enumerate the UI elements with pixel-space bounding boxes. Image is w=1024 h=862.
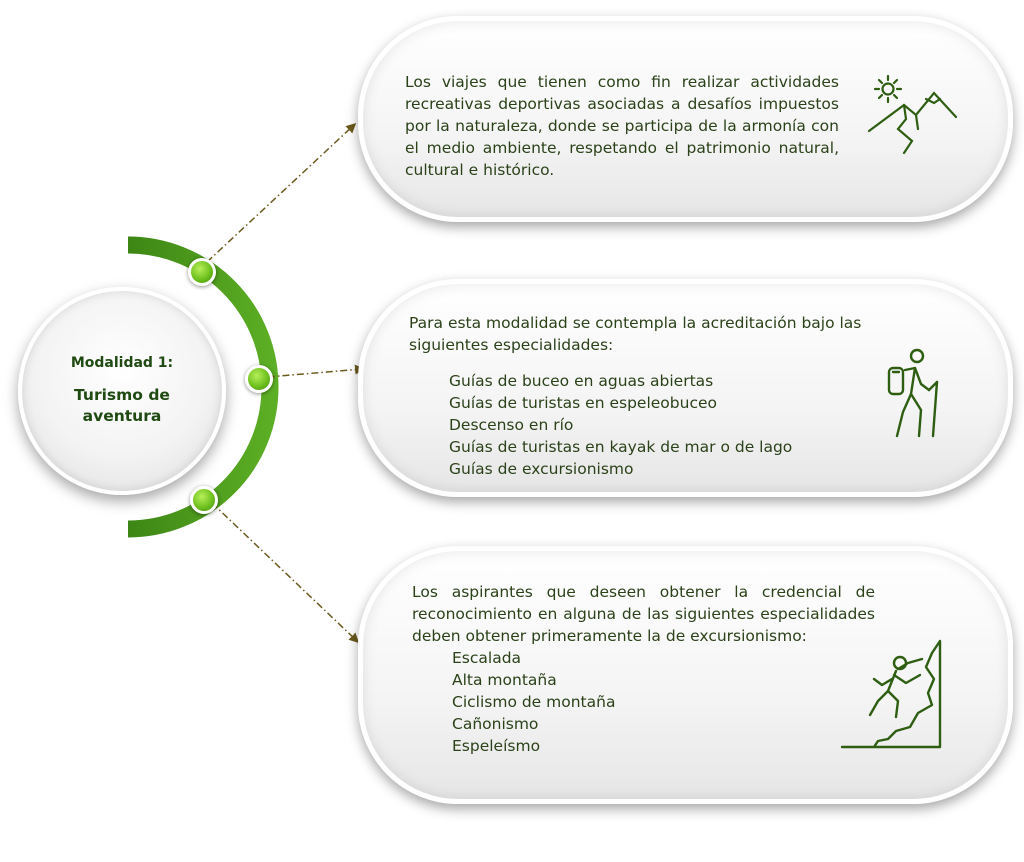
card-specialties: Para esta modalidad se contempla la acre… (358, 279, 1013, 497)
card-definition: Los viajes que tienen como fin realizar … (358, 16, 1013, 222)
center-title: Modalidad 1: (70, 355, 174, 371)
arc-node-bottom (190, 486, 218, 514)
list-item: Espeleísmo (452, 737, 541, 755)
sun-mountain-icon (867, 74, 958, 155)
prerequisite-list: Escalada Alta montaña Ciclismo de montañ… (412, 647, 875, 757)
hiker-icon (887, 348, 939, 438)
card-definition-text: Los viajes que tienen como fin realizar … (405, 73, 839, 179)
card-specialties-intro: Para esta modalidad se contempla la acre… (409, 314, 862, 354)
arc-node-middle (245, 365, 273, 393)
list-item: Alta montaña (452, 671, 557, 689)
card-prerequisite-text: Los aspirantes que deseen obtener la cre… (412, 581, 875, 757)
climber-icon (840, 639, 942, 749)
card-specialties-text: Para esta modalidad se contempla la acre… (409, 312, 879, 480)
center-circle: Modalidad 1: Turismo de aventura (18, 287, 226, 495)
connector-line-3 (211, 502, 360, 644)
list-item: Guías de turistas en kayak de mar o de l… (449, 438, 793, 456)
list-item: Cañonismo (452, 715, 539, 733)
arc-node-top (188, 258, 216, 286)
center-subtitle: Turismo de aventura (74, 386, 170, 425)
connector-line-2 (267, 364, 365, 378)
list-item: Descenso en río (449, 416, 574, 434)
card-prerequisite-intro: Los aspirantes que deseen obtener la cre… (412, 583, 875, 645)
card-prerequisite: Los aspirantes que deseen obtener la cre… (358, 546, 1013, 804)
list-item: Escalada (452, 649, 522, 667)
list-item: Ciclismo de montaña (452, 693, 616, 711)
list-item: Guías de turistas en espeleobuceo (449, 394, 717, 412)
connector-line-1 (206, 122, 357, 263)
list-item: Guías de buceo en aguas abiertas (449, 372, 714, 390)
specialties-list: Guías de buceo en aguas abiertas Guías d… (409, 370, 879, 480)
list-item: Guías de excursionismo (449, 460, 634, 478)
